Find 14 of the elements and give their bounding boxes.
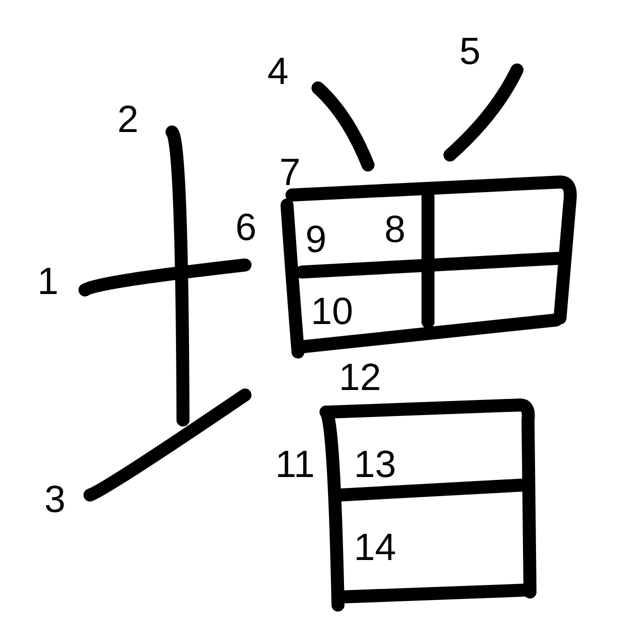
stroke-number: 11 — [275, 446, 315, 484]
stroke-number: 5 — [459, 33, 481, 71]
stroke-number: 13 — [354, 446, 396, 484]
stroke-number: 2 — [117, 101, 139, 139]
stroke-number: 7 — [279, 154, 301, 192]
stroke-number: 8 — [384, 211, 406, 249]
stroke-number: 9 — [305, 221, 327, 259]
stroke-number: 3 — [44, 481, 66, 519]
stroke-number: 4 — [267, 53, 289, 91]
stroke-number: 12 — [338, 359, 382, 397]
stroke-number: 6 — [235, 209, 257, 247]
stroke-number: 14 — [354, 529, 396, 567]
stroke-number: 1 — [37, 263, 59, 301]
stroke-number: 10 — [310, 293, 354, 331]
